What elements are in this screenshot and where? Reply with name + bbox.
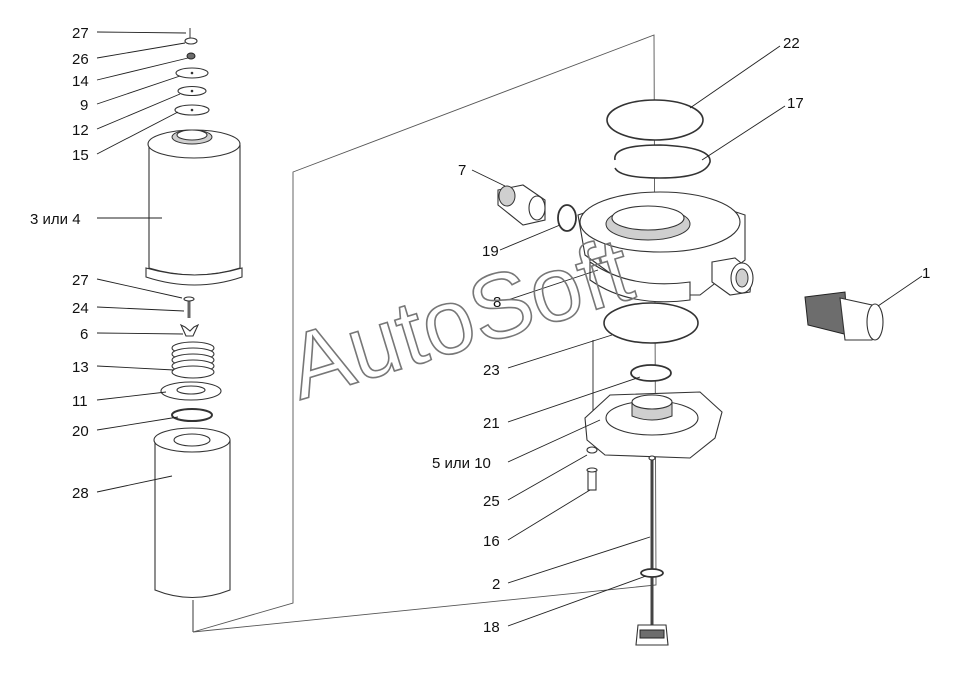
callout-14: 14 xyxy=(72,73,89,90)
part-24-pin xyxy=(183,296,195,318)
callout-21: 21 xyxy=(483,415,500,432)
callout-9: 9 xyxy=(80,97,88,114)
part-21-o-ring xyxy=(630,364,672,382)
part-14-nut xyxy=(186,52,196,60)
part-20-ring xyxy=(171,408,213,422)
part-7-fitting xyxy=(497,184,546,226)
part-19-o-ring xyxy=(557,204,577,232)
callout-18: 18 xyxy=(483,619,500,636)
callout-24: 24 xyxy=(72,300,89,317)
callout-22: 22 xyxy=(783,35,800,52)
callout-13: 13 xyxy=(72,359,89,376)
part-25-washer xyxy=(586,446,598,454)
part-23-o-ring xyxy=(603,302,699,344)
callout-11: 11 xyxy=(72,393,88,410)
part-1-plug xyxy=(804,291,884,341)
watermark-text: AutoSoft xyxy=(276,218,643,419)
callout-labels: 27 26 14 9 12 15 3 или 4 27 24 6 13 11 2… xyxy=(30,25,930,636)
callout-27-mid: 27 xyxy=(72,272,89,289)
callout-2: 2 xyxy=(492,576,500,593)
callout-17: 17 xyxy=(787,95,804,112)
part-22-ring xyxy=(606,99,704,141)
callout-7: 7 xyxy=(458,162,466,179)
part-16-screw xyxy=(586,467,598,491)
part-13-spring xyxy=(171,341,215,379)
part-26-washer xyxy=(184,37,198,45)
callout-27-top: 27 xyxy=(72,25,89,42)
part-28-filter-element xyxy=(153,427,231,598)
part-18-washer xyxy=(640,568,664,578)
callout-26: 26 xyxy=(72,51,89,68)
callout-8: 8 xyxy=(493,294,501,311)
part-17-snap-ring xyxy=(614,144,711,179)
callout-16: 16 xyxy=(483,533,500,550)
leader-lines xyxy=(96,31,923,627)
callout-3-or-4: 3 или 4 xyxy=(30,211,81,228)
part-6-clip xyxy=(179,323,200,337)
drain-valve-bottom xyxy=(635,624,669,646)
callout-5-or-10: 5 или 10 xyxy=(432,455,491,472)
callout-6: 6 xyxy=(80,326,88,343)
callout-23: 23 xyxy=(483,362,500,379)
part-3-or-4-filter-cartridge xyxy=(145,129,243,286)
callout-25: 25 xyxy=(483,493,500,510)
part-8-housing xyxy=(577,191,754,303)
part-11-washer xyxy=(160,381,222,401)
part-5-or-10-cover xyxy=(584,391,723,459)
callout-20: 20 xyxy=(72,423,89,440)
callout-12: 12 xyxy=(72,122,89,139)
callout-15: 15 xyxy=(72,147,89,164)
callout-28: 28 xyxy=(72,485,89,502)
callout-19: 19 xyxy=(482,243,499,260)
callout-1: 1 xyxy=(922,265,930,282)
part-2-rod xyxy=(648,455,656,625)
